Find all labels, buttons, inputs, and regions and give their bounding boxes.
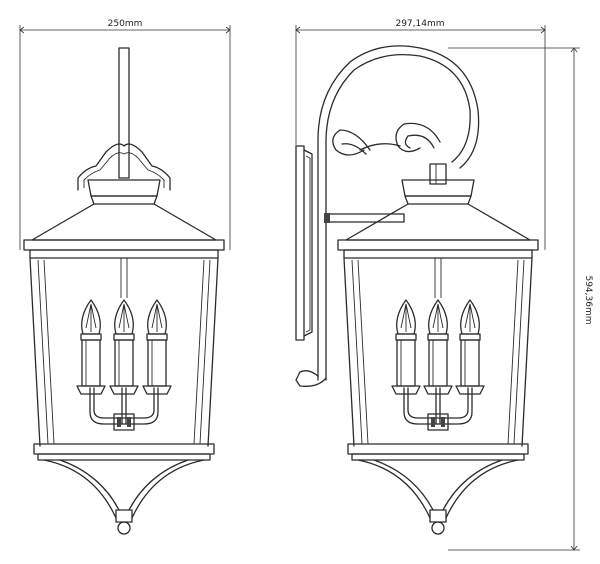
side-view: 297,14mm 594,36mm xyxy=(295,19,593,551)
front-width-label: 250mm xyxy=(108,19,143,29)
side-depth-dimension: 297,14mm xyxy=(295,19,546,250)
front-view: 250mm xyxy=(19,19,231,535)
side-candles xyxy=(391,299,485,395)
front-lantern xyxy=(23,179,225,535)
front-candles xyxy=(76,299,172,395)
side-depth-label: 297,14mm xyxy=(395,19,444,29)
height-dimension: 594,36mm xyxy=(448,47,593,551)
front-width-dimension: 250mm xyxy=(19,19,231,250)
height-label: 594,36mm xyxy=(583,275,593,324)
side-lantern xyxy=(337,179,539,535)
